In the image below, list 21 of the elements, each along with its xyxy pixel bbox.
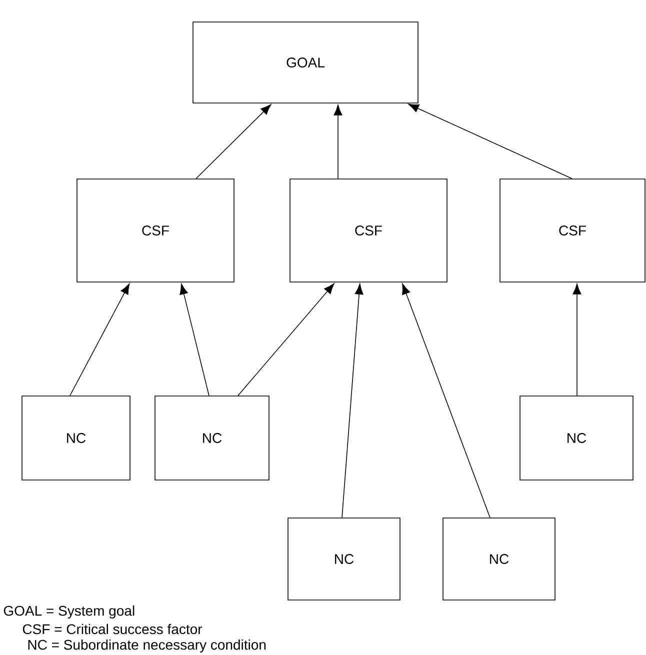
arrow <box>334 104 342 179</box>
arrow <box>572 284 582 396</box>
box: NC <box>520 396 634 480</box>
box: NC <box>22 396 130 480</box>
box: GOAL <box>192 22 418 104</box>
box: CSF <box>500 178 646 282</box>
legend-text: GOAL = System goal <box>4 605 134 619</box>
arrow <box>402 284 490 518</box>
legend-text: NC = Subordinate necessary condition <box>28 639 266 653</box>
legend-text: CSF = Critical success factor <box>22 624 202 634</box>
arrow <box>342 284 364 518</box>
arrow <box>196 104 272 179</box>
box: NC <box>442 518 556 600</box>
box: NC <box>288 518 400 600</box>
box: CSF <box>76 178 234 282</box>
arrow <box>180 284 210 396</box>
box: NC <box>154 396 270 480</box>
box: CSF <box>290 178 448 282</box>
arrow <box>70 283 130 396</box>
arrow <box>238 283 334 396</box>
arrow <box>408 104 572 179</box>
